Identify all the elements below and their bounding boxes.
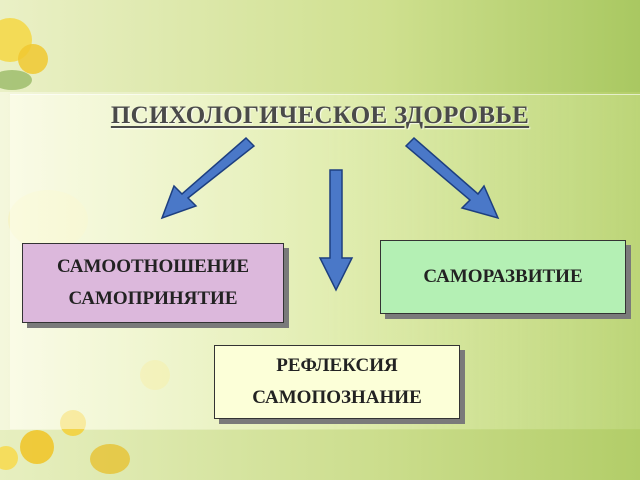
node-reflection-line1: РЕФЛЕКСИЯ	[276, 355, 398, 376]
node-self-attitude-line1: САМООТНОШЕНИЕ	[57, 256, 249, 277]
arrow-center	[318, 169, 354, 292]
node-self-attitude: САМООТНОШЕНИЕ САМОПРИНЯТИЕ	[22, 243, 284, 323]
arrow-right	[404, 136, 500, 220]
node-self-attitude-line2: САМОПРИНЯТИЕ	[68, 288, 238, 309]
background-top	[0, 0, 640, 92]
diagram-title: ПСИХОЛОГИЧЕСКОЕ ЗДОРОВЬЕ	[110, 102, 530, 129]
arrow-left	[160, 136, 256, 220]
node-self-development-line1: САМОРАЗВИТИЕ	[423, 266, 583, 287]
node-self-development: САМОРАЗВИТИЕ	[380, 240, 626, 314]
node-reflection-line2: САМОПОЗНАНИЕ	[252, 387, 422, 408]
node-reflection: РЕФЛЕКСИЯ САМОПОЗНАНИЕ	[214, 345, 460, 419]
